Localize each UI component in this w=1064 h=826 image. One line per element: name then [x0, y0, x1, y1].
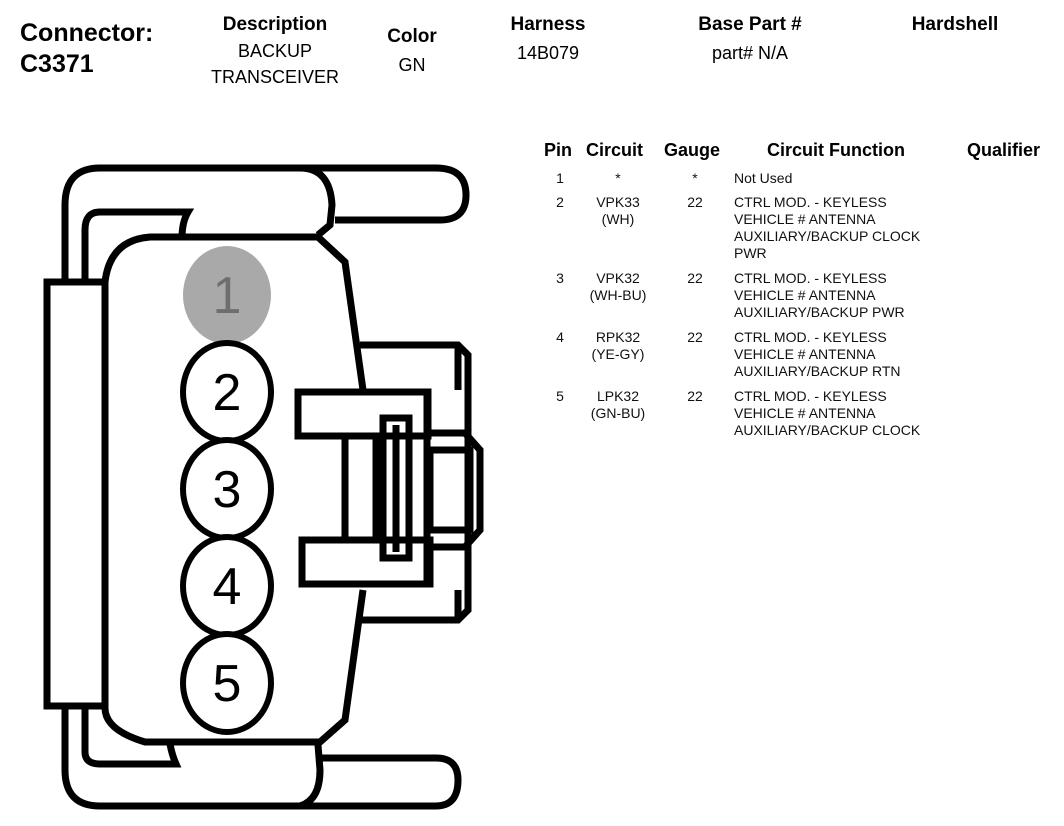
circuit-function: CTRL MOD. - KEYLESS VEHICLE # ANTENNA AU… [734, 194, 921, 261]
bottom-latch-arm [298, 744, 324, 810]
connector-id: C3371 [20, 50, 94, 78]
circuit-id: VPK32 [596, 270, 640, 286]
column-header-circuit-function: Circuit Function [767, 140, 905, 160]
hardshell-label: Hardshell [911, 14, 999, 35]
pin-number-label: 1 [213, 267, 242, 325]
circuit-function: Not Used [734, 170, 793, 186]
pin-number: 2 [556, 194, 564, 210]
circuit-id: * [615, 170, 621, 186]
gauge: 22 [687, 388, 703, 404]
circuit-color: (GN-BU) [590, 405, 646, 421]
circuit: VPK32 (WH-BU) [582, 270, 654, 304]
lock-tab-inner [426, 446, 474, 534]
harness-value: 14B079 [516, 43, 580, 63]
description-column: Description BACKUP TRANSCEIVER [195, 14, 355, 88]
circuit-color: (WH) [601, 211, 635, 227]
pin-number: 5 [556, 388, 564, 404]
base-part-label: Base Part # [698, 14, 802, 35]
circuit: LPK32 (GN-BU) [582, 388, 654, 422]
color-label: Color [387, 26, 437, 47]
circuit-color: (YE-GY) [591, 346, 645, 362]
pin-number-label: 3 [213, 461, 242, 519]
gauge: 22 [687, 329, 703, 345]
circuit-id: VPK33 [596, 194, 640, 210]
connector-title: Connector: C3371 [20, 18, 153, 80]
circuit-color: (WH-BU) [589, 287, 647, 303]
connector-body [101, 233, 367, 746]
hardshell-column: Hardshell [890, 14, 1020, 36]
top-latch-outer [61, 164, 470, 280]
base-part-value: part# N/A [711, 43, 789, 63]
pin-cavity-3: 3 [180, 437, 274, 541]
bottom-bracket-inner [81, 706, 182, 768]
left-side-panel [43, 278, 109, 710]
circuit: RPK32 (YE-GY) [582, 329, 654, 363]
circuit-function: CTRL MOD. - KEYLESS VEHICLE # ANTENNA AU… [734, 388, 921, 438]
top-latch-arm [299, 164, 336, 238]
gauge: 22 [687, 194, 703, 210]
circuit-id: RPK32 [595, 329, 641, 345]
harness-column: Harness 14B079 [488, 14, 608, 64]
pin-cavity-1: 1 [183, 246, 271, 344]
pin-cavity-2: 2 [180, 340, 274, 444]
connector-label: Connector: [20, 19, 154, 47]
pin-number: 3 [556, 270, 564, 286]
description-label: Description [222, 14, 328, 35]
column-header-circuit: Circuit [586, 140, 644, 160]
pin-number-label: 5 [213, 655, 242, 713]
lock-tab-outer [427, 429, 484, 551]
pin-number: 4 [556, 329, 564, 345]
bottom-latch-outer [61, 706, 462, 810]
lock-latch [379, 414, 413, 562]
pin-circle [180, 631, 274, 735]
harness-label: Harness [510, 14, 586, 35]
gauge: 22 [687, 270, 703, 286]
base-part-column: Base Part # part# N/A [670, 14, 830, 64]
circuit: VPK33 (WH) [582, 194, 654, 228]
circuit-id: LPK32 [596, 388, 640, 404]
pin-cavity-5: 5 [180, 631, 274, 735]
column-header-pin: Pin [544, 140, 573, 160]
circuit: * [582, 170, 654, 187]
description-value-line1: BACKUP [237, 41, 313, 61]
pin-number-label: 4 [213, 558, 242, 616]
pin-circle [183, 246, 271, 344]
column-header-gauge: Gauge [664, 140, 721, 160]
circuit-function: CTRL MOD. - KEYLESS VEHICLE # ANTENNA AU… [734, 270, 905, 320]
column-header-qualifier: Qualifier [967, 140, 1041, 160]
color-column: Color GN [372, 26, 452, 76]
top-bracket-inner [81, 208, 195, 280]
color-value: GN [398, 55, 426, 75]
description-value-line2: TRANSCEIVER [210, 67, 340, 87]
pin-cavity-4: 4 [180, 534, 274, 638]
pin-number: 1 [556, 170, 564, 186]
gauge: * [692, 170, 698, 186]
pin-number-label: 2 [213, 364, 242, 422]
circuit-function: CTRL MOD. - KEYLESS VEHICLE # ANTENNA AU… [734, 329, 901, 379]
